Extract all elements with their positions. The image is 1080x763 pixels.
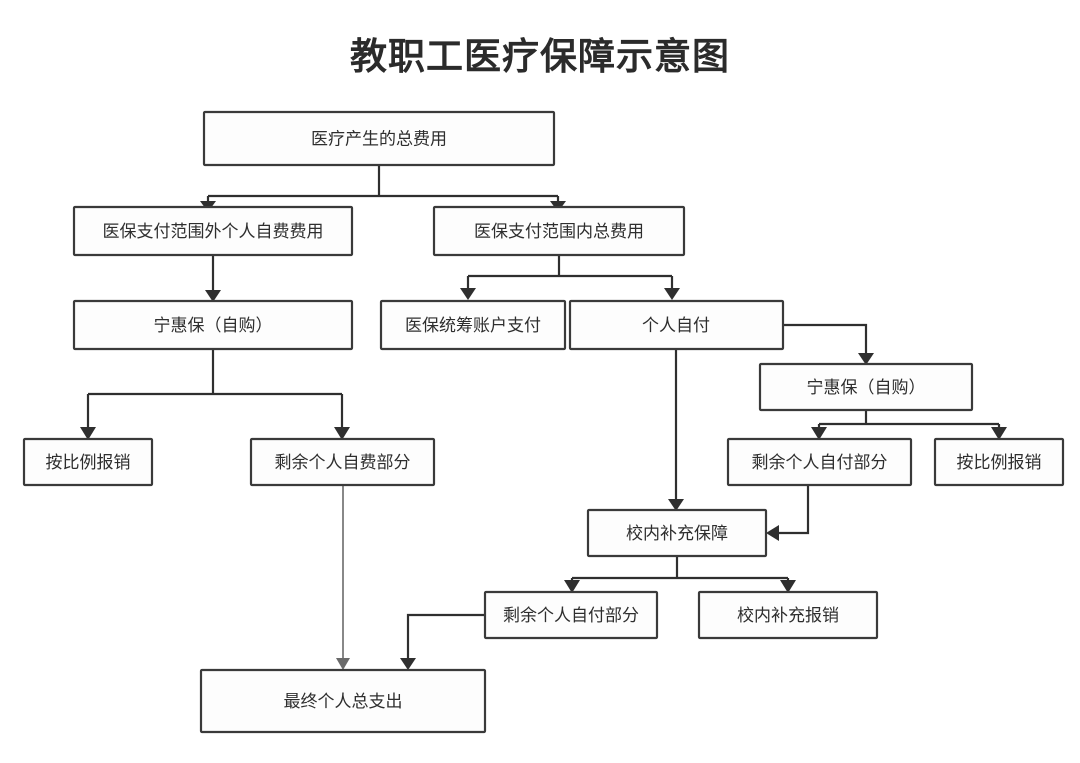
node-personal-copay[interactable]: 个人自付 <box>568 299 785 351</box>
arrow-head-to-n11 <box>991 427 1007 440</box>
edge-n6-n7 <box>783 323 868 353</box>
node-box[interactable] <box>483 590 659 640</box>
node-label: 校内补充报销 <box>737 606 839 626</box>
node-label: 剩余个人自付部分 <box>752 453 888 473</box>
arrow-head-to-n6 <box>664 288 680 300</box>
arrow-head-n6-to-n12 <box>668 499 684 511</box>
node-box[interactable] <box>72 299 354 351</box>
edge-n12-split <box>570 556 790 581</box>
node-box[interactable] <box>726 437 913 487</box>
node-campus-supplementary-reimbursement[interactable]: 校内补充报销 <box>697 590 879 640</box>
arrow-head-to-n7 <box>858 353 874 365</box>
node-box[interactable] <box>249 437 436 487</box>
arrow-head-n10-to-n12 <box>766 525 779 541</box>
node-in-coverage-total[interactable]: 医保支付范围内总费用 <box>432 205 686 257</box>
node-label: 剩余个人自费部分 <box>275 453 411 473</box>
arrow-head-n9-to-n15 <box>336 658 350 670</box>
node-proportional-reimbursement-right[interactable]: 按比例报销 <box>933 437 1065 487</box>
node-label: 个人自付 <box>642 316 710 336</box>
node-box[interactable] <box>199 668 487 734</box>
node-box[interactable] <box>22 437 154 487</box>
arrow-head-to-n10 <box>811 427 827 440</box>
arrow-head-to-n9 <box>334 427 350 440</box>
node-label: 剩余个人自付部分 <box>503 606 639 626</box>
node-total-medical-cost[interactable]: 医疗产生的总费用 <box>202 110 556 167</box>
edge-n1-split <box>206 165 560 203</box>
node-label: 医保统筹账户支付 <box>405 316 541 336</box>
node-box[interactable] <box>697 590 879 640</box>
node-box[interactable] <box>432 205 686 257</box>
arrow-head-to-n4 <box>205 290 221 302</box>
node-remaining-personal-copay-lower[interactable]: 剩余个人自付部分 <box>483 590 659 640</box>
arrow-head-to-n13 <box>564 580 580 593</box>
arrow-head-n13-to-n15 <box>400 658 416 670</box>
node-box[interactable] <box>933 437 1065 487</box>
edge-layer <box>80 165 1007 670</box>
node-label: 宁惠保（自购） <box>154 316 273 336</box>
node-box[interactable] <box>758 362 974 412</box>
node-box[interactable] <box>568 299 785 351</box>
arrow-head-to-n14 <box>780 580 796 593</box>
node-label: 按比例报销 <box>957 453 1042 473</box>
node-layer: 医疗产生的总费用 医保支付范围外个人自费费用 医保支付范围内总费用 宁惠保（自购… <box>22 110 1065 734</box>
node-ninghuibao-left[interactable]: 宁惠保（自购） <box>72 299 354 351</box>
arrow-head-to-n5 <box>460 288 476 300</box>
node-remaining-self-pay-cost[interactable]: 剩余个人自费部分 <box>249 437 436 487</box>
node-box[interactable] <box>72 205 354 257</box>
node-remaining-personal-copay-upper[interactable]: 剩余个人自付部分 <box>726 437 913 487</box>
node-box[interactable] <box>379 299 567 351</box>
node-proportional-reimbursement-left[interactable]: 按比例报销 <box>22 437 154 487</box>
node-label: 最终个人总支出 <box>284 692 403 712</box>
edge-n10-n12 <box>779 485 810 535</box>
node-ninghuibao-right[interactable]: 宁惠保（自购） <box>758 362 974 412</box>
page-title: 教职工医疗保障示意图 <box>350 35 730 78</box>
node-label: 医保支付范围内总费用 <box>474 222 644 242</box>
arrow-head-to-n8 <box>80 427 96 440</box>
edge-n4-split <box>86 349 344 428</box>
node-final-personal-total-expense[interactable]: 最终个人总支出 <box>199 668 487 734</box>
node-box[interactable] <box>202 110 556 167</box>
node-campus-supplementary-insurance[interactable]: 校内补充保障 <box>586 508 768 558</box>
node-label: 宁惠保（自购） <box>807 378 926 398</box>
node-pooled-account-payment[interactable]: 医保统筹账户支付 <box>379 299 567 351</box>
node-label: 校内补充保障 <box>626 524 728 544</box>
edge-n13-n15 <box>406 613 485 659</box>
node-label: 医保支付范围外个人自费费用 <box>103 222 324 242</box>
edge-n7-split <box>817 410 1001 428</box>
node-box[interactable] <box>586 508 768 558</box>
node-out-of-coverage-self-pay[interactable]: 医保支付范围外个人自费费用 <box>72 205 354 257</box>
node-label: 医疗产生的总费用 <box>311 130 447 150</box>
edge-n3-split <box>466 255 674 289</box>
node-label: 按比例报销 <box>46 453 131 473</box>
